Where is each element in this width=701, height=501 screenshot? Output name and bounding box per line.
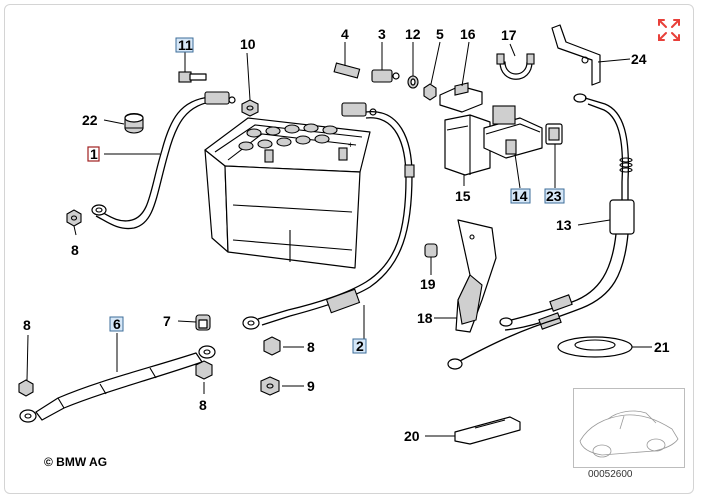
part-5-nut xyxy=(423,83,437,101)
part-8-nut-far-left xyxy=(18,379,34,397)
callout-8-left: 8 xyxy=(71,242,79,258)
part-12-washer xyxy=(407,75,419,89)
callout-8-far-left: 8 xyxy=(23,317,31,333)
part-18-holder xyxy=(455,219,497,333)
callout-18: 18 xyxy=(417,310,433,326)
callout-20: 20 xyxy=(404,428,420,444)
callout-13: 13 xyxy=(556,217,572,233)
callout-12: 12 xyxy=(405,26,421,42)
part-6-ground-strap xyxy=(19,345,216,423)
callout-8-lower: 8 xyxy=(199,397,207,413)
part-15-housing xyxy=(444,114,491,176)
diagram-id: 00052600 xyxy=(588,469,633,480)
part-23-grommet xyxy=(545,123,563,145)
part-9-nut xyxy=(260,376,280,396)
part-8-nut-left xyxy=(66,209,82,227)
callout-11: 11 xyxy=(178,37,193,53)
part-3-terminal xyxy=(371,69,400,83)
callout-6: 6 xyxy=(113,316,121,332)
car-location-thumbnail xyxy=(573,388,685,468)
copyright-notice: © BMW AG xyxy=(44,455,108,469)
callout-1: 1 xyxy=(90,146,98,162)
right-cable xyxy=(447,93,635,370)
frame-border xyxy=(4,4,694,494)
svg-text:+: + xyxy=(348,140,353,150)
part-11-bolt xyxy=(178,71,207,83)
callout-23: 23 xyxy=(546,188,562,204)
callout-10: 10 xyxy=(240,36,256,52)
callout-21: 22 xyxy=(82,112,98,128)
part-19-clip xyxy=(424,243,438,258)
part-20-bracket xyxy=(454,416,521,445)
callout-14: 14 xyxy=(512,188,528,204)
part-21-cap xyxy=(124,112,144,134)
part-22-grommet-ring xyxy=(557,336,633,358)
part-8-nut-lower xyxy=(195,360,213,380)
callout-labels: 11 10 22 1 8 4 3 12 5 16 17 24 15 14 23 … xyxy=(23,26,670,444)
expand-arrows-icon[interactable] xyxy=(656,17,682,43)
part-4-terminal-bolt xyxy=(333,62,361,79)
callout-3: 3 xyxy=(378,26,386,42)
positive-cable xyxy=(242,102,415,330)
callout-22: 21 xyxy=(654,339,670,355)
part-24-bracket xyxy=(551,24,601,86)
callout-5: 5 xyxy=(436,26,444,42)
part-16-cover xyxy=(439,82,483,113)
part-14-fuse-block xyxy=(483,105,543,159)
callout-7: 7 xyxy=(163,313,171,329)
part-8-nut-mid xyxy=(263,336,281,356)
callout-9: 9 xyxy=(307,378,315,394)
callout-17: 17 xyxy=(501,27,517,43)
callout-8-mid: 8 xyxy=(307,339,315,355)
callout-24: 24 xyxy=(631,51,647,67)
callout-15: 15 xyxy=(455,188,471,204)
callout-4: 4 xyxy=(341,26,349,42)
leader-lines xyxy=(26,41,652,437)
callout-19: 19 xyxy=(420,276,436,292)
callout-2: 2 xyxy=(356,338,364,354)
part-17-strap xyxy=(496,53,535,80)
part-10-nut xyxy=(241,99,259,117)
callout-16: 16 xyxy=(460,26,476,42)
battery: + xyxy=(204,117,371,269)
part-7-bolt xyxy=(195,314,211,331)
ground-cable xyxy=(91,91,236,230)
